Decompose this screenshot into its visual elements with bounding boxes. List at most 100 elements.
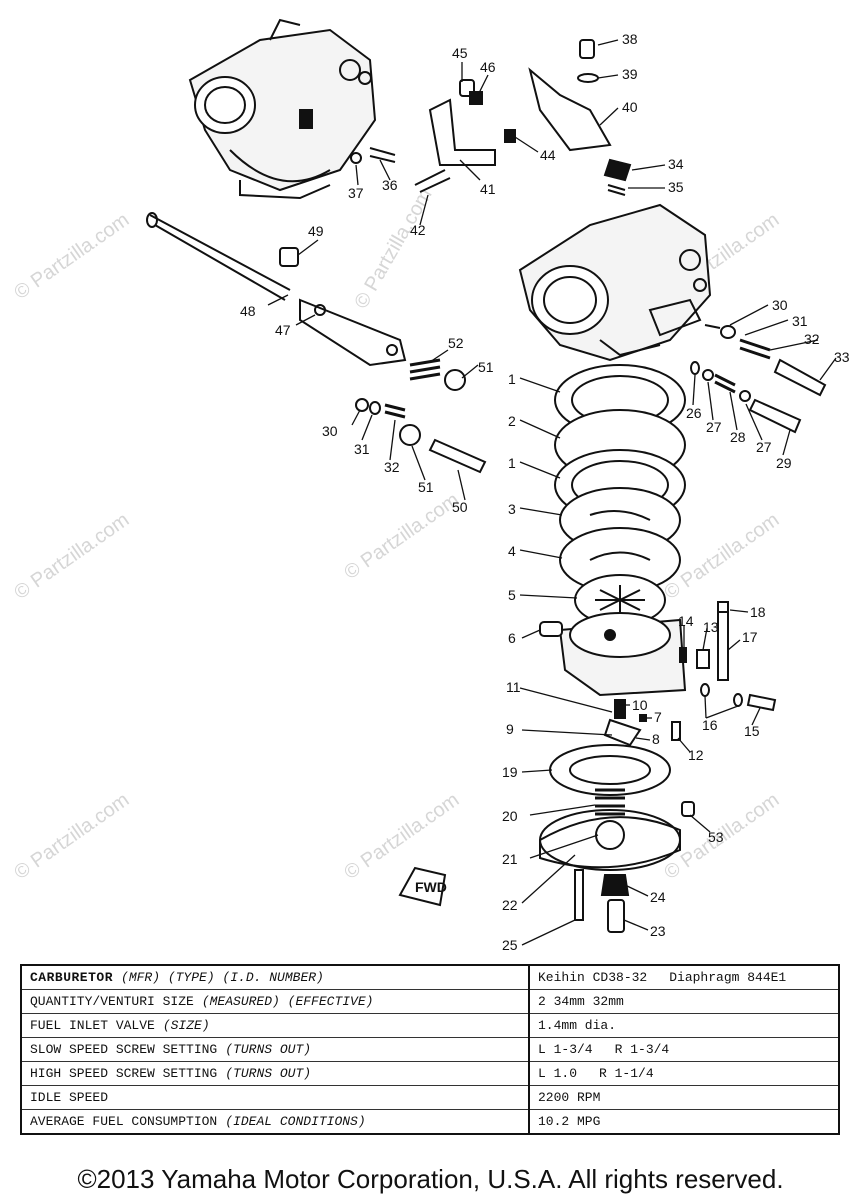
callout-15: 15 [744, 723, 760, 739]
callout-32: 32 [384, 459, 400, 475]
spec-label: QUANTITY/VENTURI SIZE [30, 994, 194, 1009]
callout-44: 44 [540, 147, 556, 163]
callout-39: 39 [622, 66, 638, 82]
spec-qualifier: (TURNS OUT) [225, 1066, 312, 1081]
spec-row: FUEL INLET VALVE (SIZE) 1.4mm dia. [21, 1013, 839, 1038]
callout-13: 13 [703, 619, 719, 635]
springs-and-needles [355, 324, 827, 474]
right-carburetor-body [518, 203, 712, 362]
spec-row: HIGH SPEED SCREW SETTING(TURNS OUT) L 1.… [21, 1061, 839, 1086]
spec-label: HIGH SPEED SCREW SETTING [30, 1066, 218, 1081]
callout-1: 1 [508, 371, 516, 387]
fwd-label: FWD [415, 879, 447, 895]
callout-27: 27 [706, 419, 722, 435]
throttle-linkage [146, 67, 612, 367]
callout-29: 29 [776, 455, 792, 471]
callout-12: 12 [688, 747, 704, 763]
spec-value: R 1-1/4 [599, 1066, 654, 1081]
spec-qualifier: (IDEAL CONDITIONS) [225, 1114, 366, 1129]
watermark: © Partzilla.com [10, 509, 133, 604]
exploded-parts-diagram: © Partzilla.com © Partzilla.com © Partzi… [10, 18, 850, 950]
callout-31: 31 [792, 313, 808, 329]
spec-row: CARBURETOR (MFR) (TYPE) (I.D. NUMBER) Kei… [21, 965, 839, 990]
callout-6: 6 [508, 630, 516, 646]
watermark: © Partzilla.com [340, 789, 463, 884]
callout-1: 1 [508, 455, 516, 471]
carburetor-spec-table: CARBURETOR (MFR) (TYPE) (I.D. NUMBER) Kei… [20, 964, 840, 1135]
callout-32: 32 [804, 331, 820, 347]
callout-37: 37 [348, 185, 364, 201]
callout-49: 49 [308, 223, 324, 239]
callout-45: 45 [452, 45, 468, 61]
callout-labels: 38 39 40 34 35 45 46 44 41 36 37 49 48 4… [240, 31, 850, 950]
callout-41: 41 [480, 181, 496, 197]
callout-7: 7 [654, 709, 662, 725]
callout-36: 36 [382, 177, 398, 193]
spec-row: IDLE SPEED 2200 RPM [21, 1085, 839, 1110]
spec-value: 2200 RPM [538, 1090, 601, 1105]
watermark: © Partzilla.com [350, 185, 436, 313]
callout-51: 51 [418, 479, 434, 495]
spec-row: QUANTITY/VENTURI SIZE (MEASURED) (EFFECTI… [21, 989, 839, 1014]
callout-42: 42 [410, 222, 426, 238]
callout-14: 14 [678, 613, 694, 629]
diaphragm-stack [539, 364, 687, 697]
callout-5: 5 [508, 587, 516, 603]
callout-9: 9 [506, 721, 514, 737]
watermark: © Partzilla.com [10, 209, 133, 304]
callout-47: 47 [275, 322, 291, 338]
spec-label: SLOW SPEED SCREW SETTING [30, 1042, 218, 1057]
spec-label: IDLE SPEED [30, 1090, 109, 1105]
callout-2: 2 [508, 413, 516, 429]
callout-3: 3 [508, 501, 516, 517]
callout-21: 21 [502, 851, 518, 867]
callout-34: 34 [668, 156, 684, 172]
callout-51: 51 [478, 359, 494, 375]
callout-25: 25 [502, 937, 518, 950]
copyright-notice: ©2013 Yamaha Motor Corporation, U.S.A. A… [77, 1164, 784, 1194]
callout-22: 22 [502, 897, 518, 913]
callout-53: 53 [708, 829, 724, 845]
spec-value: Keihin CD38-32 [538, 970, 648, 985]
spec-value: 1.4mm dia. [538, 1018, 617, 1033]
spec-row: AVERAGE FUEL CONSUMPTION (IDEAL CONDITION… [21, 1109, 839, 1134]
callout-27: 27 [756, 439, 772, 455]
spec-row: SLOW SPEED SCREW SETTING(TURNS OUT) L 1-… [21, 1037, 839, 1062]
callout-50: 50 [452, 499, 468, 515]
callout-30: 30 [322, 423, 338, 439]
callout-23: 23 [650, 923, 666, 939]
callout-18: 18 [750, 604, 766, 620]
callout-40: 40 [622, 99, 638, 115]
callout-48: 48 [240, 303, 256, 319]
callout-52: 52 [448, 335, 464, 351]
watermark: © Partzilla.com [340, 489, 463, 584]
callout-11: 11 [506, 679, 521, 695]
small-parts-top [350, 39, 632, 196]
callout-4: 4 [508, 543, 516, 559]
fwd-indicator: FWD [398, 866, 447, 907]
callout-17: 17 [742, 629, 758, 645]
callout-10: 10 [632, 697, 648, 713]
leader-lines [267, 39, 837, 946]
spec-qualifier: (MEASURED) (EFFECTIVE) [201, 994, 374, 1009]
spec-value: 10.2 MPG [538, 1114, 601, 1129]
spec-label: AVERAGE FUEL CONSUMPTION [30, 1114, 218, 1129]
callout-28: 28 [730, 429, 746, 445]
spec-value: 2 34mm 32mm [538, 994, 624, 1009]
callout-19: 19 [502, 764, 518, 780]
spec-label: FUEL INLET VALVE [30, 1018, 155, 1033]
spec-qualifier: (TURNS OUT) [225, 1042, 312, 1057]
spec-qualifier: (MFR) (TYPE) (I.D. NUMBER) [121, 970, 324, 985]
spec-value: Diaphragm 844E1 [669, 970, 787, 985]
spec-value: R 1-3/4 [614, 1042, 670, 1057]
callout-38: 38 [622, 31, 638, 47]
spec-label: CARBURETOR [30, 970, 114, 985]
callout-31: 31 [354, 441, 370, 457]
callout-24: 24 [650, 889, 666, 905]
callout-16: 16 [702, 717, 718, 733]
callout-33: 33 [834, 349, 850, 365]
callout-8: 8 [652, 731, 660, 747]
callout-26: 26 [686, 405, 702, 421]
callout-35: 35 [668, 179, 684, 195]
spec-qualifier: (SIZE) [162, 1018, 210, 1033]
